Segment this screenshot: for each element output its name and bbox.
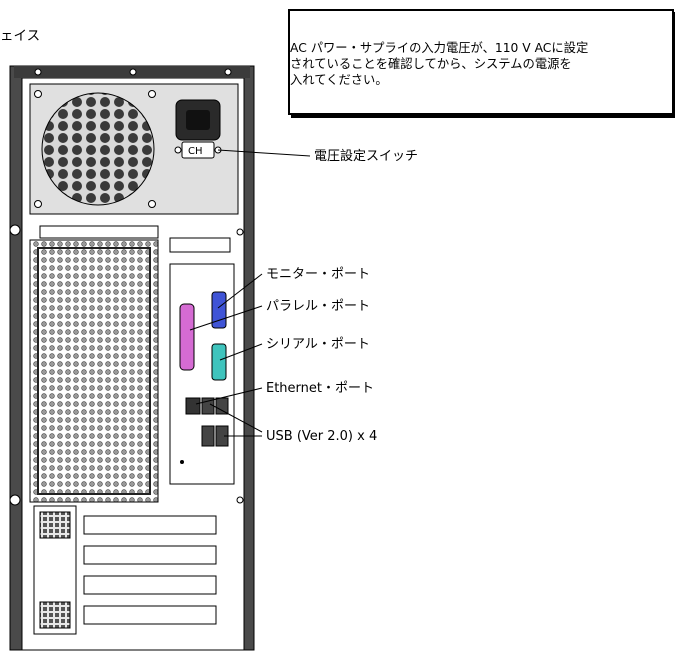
warning-note-box xyxy=(288,9,674,115)
serial-port[interactable] xyxy=(211,343,227,381)
monitor-port-label: モニター・ポート xyxy=(266,267,370,282)
warning-note-text: AC パワー・サプライの入力電圧が、110 V ACに設定 されていることを確認… xyxy=(290,41,589,87)
screw-icon xyxy=(9,494,21,506)
power-supply: CH xyxy=(29,83,239,215)
ethernet-port-label: Ethernet・ポート xyxy=(266,381,374,396)
parallel-port-label: パラレル・ポート xyxy=(266,299,370,314)
svg-text:CH: CH xyxy=(188,146,203,157)
usb-port[interactable] xyxy=(215,397,229,415)
usb-port[interactable] xyxy=(201,425,215,447)
screw-icon xyxy=(9,224,21,236)
io-panel xyxy=(169,263,235,485)
monitor-port[interactable] xyxy=(211,291,227,329)
serial-port-label: シリアル・ポート xyxy=(266,337,370,352)
parallel-port[interactable] xyxy=(179,303,195,371)
ethernet-port[interactable] xyxy=(185,397,201,415)
callout-lines xyxy=(189,149,311,437)
voltage-switch-icon[interactable] xyxy=(181,141,215,159)
voltage-switch-label: 電圧設定スイッチ xyxy=(314,148,418,164)
page-title: ェイス xyxy=(0,28,41,44)
usb-ports-label: USB (Ver 2.0) x 4 xyxy=(266,429,377,444)
expansion-slots xyxy=(33,505,217,635)
